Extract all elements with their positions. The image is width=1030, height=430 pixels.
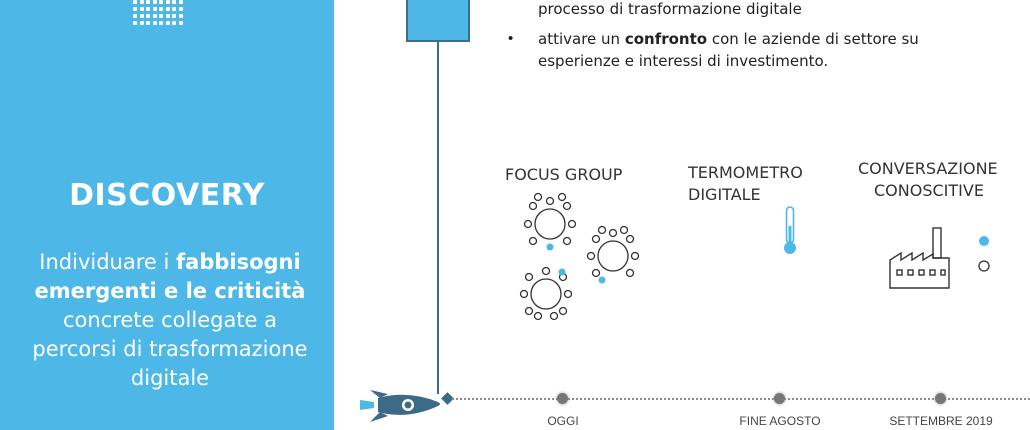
intro-line: processo di trasformazione digitale [538,0,802,18]
timeline-point-oggi [557,393,568,404]
grid-dot [152,21,157,25]
grid-dot [172,14,176,18]
timeline-label-oggi: OGGI [547,414,579,428]
grid-dot [139,14,144,18]
grid-dot [133,7,137,11]
label-line: CONOSCITIVE [874,181,984,200]
timeline-point-settembre [935,393,946,404]
timeline-point-fine-agosto [774,393,785,404]
timeline-label-settembre: SETTEMBRE 2019 [889,414,993,428]
label-line: CONVERSAZIONE [858,159,998,178]
grid-dot [165,7,170,11]
activity-label-focus-group: FOCUS GROUP [505,165,623,184]
rocket-icon [360,390,440,422]
grid-dot [165,0,170,4]
bullet-bold: confronto [624,30,708,48]
phase-line [437,42,439,394]
bullet-marker: • [508,30,514,47]
bullet-text: attivare un confronto con le aziende di … [538,28,978,72]
factory-icon [889,227,950,289]
grid-dot [178,0,183,4]
grid-dot [172,21,176,25]
discovery-panel: DISCOVERY Individuare i fabbisogni emerg… [0,0,334,430]
desc-bold-text: fabbisogni emergenti e le criticità [34,250,306,303]
timeline-line [452,398,1030,400]
timeline-label-fine-agosto: FINE AGOSTO [739,414,821,428]
activity-label-conversazione: CONVERSAZIONE CONOSCITIVE [858,158,998,202]
grid-dot [172,0,176,4]
grid-dot [133,0,137,4]
panel-description: Individuare i fabbisogni emergenti e le … [20,248,320,393]
desc-text: Individuare i [39,250,177,274]
grid-dot [159,14,163,18]
grid-dot [178,14,183,18]
grid-dot [133,14,137,18]
people-circles-icon [519,192,640,321]
grid-dot [159,21,163,25]
dot-grid-decoration [133,0,183,30]
activity-label-termometro: TERMOMETRO DIGITALE [688,162,803,206]
panel-title: DISCOVERY [69,178,265,213]
grid-dot [165,21,170,25]
grid-dot [139,7,144,11]
grid-dot [178,21,183,25]
grid-dot [139,21,144,25]
phase-marker [406,0,470,42]
grid-dot [172,7,176,11]
status-dots-icon [978,236,990,272]
thermometer-icon [784,206,796,254]
grid-dot [152,14,157,18]
grid-dot [159,0,163,4]
grid-dot [146,14,150,18]
grid-dot [146,0,150,4]
grid-dot [178,7,183,11]
grid-dot [165,14,170,18]
grid-dot [133,21,137,25]
label-line: DIGITALE [688,185,761,204]
bullet-pre: attivare un [538,30,625,48]
bullet-post: con le aziende di settore su esperienze … [538,30,919,70]
grid-dot [139,0,144,4]
grid-dot [146,21,150,25]
desc-text-end: concrete collegate a percorsi di trasfor… [32,308,308,390]
grid-dot [152,7,157,11]
grid-dot [152,0,157,4]
label-line: TERMOMETRO [688,163,803,182]
grid-dot [159,7,163,11]
grid-dot [146,7,150,11]
